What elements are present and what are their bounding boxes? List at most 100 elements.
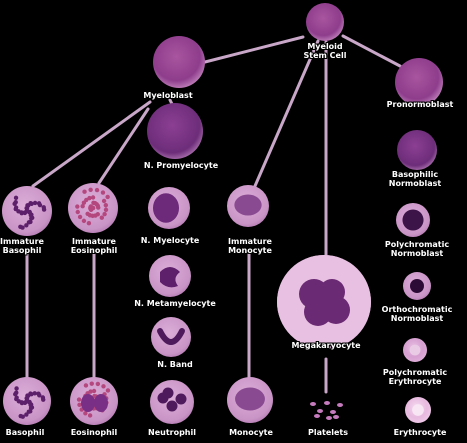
label-line: Erythrocyte [388, 377, 442, 386]
label-line: Eosinophil [70, 246, 118, 255]
cell-neutrophil [150, 380, 194, 424]
label-eosinophil: Eosinophil [71, 428, 118, 437]
cell-polychromatic-normoblast [396, 203, 430, 237]
platelet-fragment [314, 414, 320, 418]
label-line: Megakaryocyte [291, 341, 361, 350]
nucleus [410, 279, 424, 293]
label-line: Immature [72, 237, 116, 246]
granule [18, 413, 23, 419]
granule [26, 220, 32, 225]
edge-myeloid-stem-cell-to-immature-monocyte [253, 39, 320, 188]
granule [83, 383, 89, 388]
granule [41, 207, 47, 212]
central-pallor [412, 404, 424, 416]
label-line: Normoblast [390, 249, 444, 258]
nucleus [152, 193, 180, 223]
cytoplasm [306, 3, 344, 41]
granule [19, 210, 24, 215]
label-line: Neutrophil [148, 428, 196, 437]
cell-basophil [3, 377, 51, 425]
label-promyelocyte: N. Promyelocyte [144, 161, 218, 170]
granule [14, 395, 19, 400]
label-line: Pronormoblast [386, 100, 454, 109]
granule [18, 224, 23, 230]
label-line: Polychromatic [382, 368, 448, 377]
granule [32, 391, 37, 396]
granule [14, 390, 19, 395]
granule [13, 200, 18, 205]
label-myelocyte: N. Myelocyte [141, 236, 200, 245]
cell-erythrocyte [405, 397, 431, 423]
granule [96, 205, 101, 210]
label-line: Basophil [2, 246, 42, 255]
label-line: N. Metamyelocyte [134, 299, 216, 308]
label-line: Polychromatic [384, 240, 450, 249]
granule [103, 207, 109, 212]
cytoplasm [147, 103, 203, 159]
label-line: Normoblast [388, 179, 442, 188]
granule [101, 384, 106, 389]
granule [99, 215, 105, 220]
nucleus-lobe [312, 290, 336, 314]
nucleus-lobe [175, 393, 187, 405]
granule [100, 190, 106, 195]
granule [24, 412, 29, 417]
granule [88, 389, 93, 394]
granule [37, 202, 43, 208]
cell-myeloblast [153, 36, 205, 88]
granule [28, 213, 34, 218]
edge-myeloblast-to-immature-basophil [31, 100, 152, 188]
nucleus [160, 267, 180, 288]
granule [14, 386, 19, 391]
nucleus [235, 387, 265, 411]
granule [29, 201, 34, 206]
cell-myelocyte [148, 187, 190, 229]
nucleus [94, 394, 108, 412]
granule [29, 216, 34, 221]
label-erythrocyte: Erythrocyte [394, 428, 447, 437]
granule [13, 195, 19, 201]
granule [37, 393, 42, 398]
granule [102, 211, 107, 217]
cell-polychromatic-erythrocyte [403, 338, 427, 362]
granule [87, 195, 92, 201]
label-monocyte: Monocyte [229, 428, 273, 437]
edge-myeloid-stem-cell-to-pronormoblast [341, 34, 402, 68]
cell-immature-basophil [2, 186, 52, 236]
label-line: Monocyte [228, 246, 272, 255]
nucleus-lobe [166, 400, 178, 412]
label-line: Platelets [307, 428, 349, 437]
label-band: N. Band [157, 360, 192, 369]
label-line: Normoblast [390, 314, 444, 323]
label-megakaryocyte: Megakaryocyte [291, 341, 360, 350]
granule [32, 200, 38, 206]
granule [19, 400, 24, 405]
cell-eosinophil [70, 377, 118, 425]
granule [24, 223, 29, 228]
label-line: Eosinophil [70, 428, 118, 437]
nucleus-lobe [162, 387, 174, 399]
granule [75, 209, 80, 215]
cell-metamyelocyte [149, 255, 191, 297]
granule [105, 194, 110, 200]
granule [77, 214, 83, 220]
cell-orthochromatic-normoblast [403, 272, 431, 300]
label-metamyelocyte: N. Metamyelocyte [134, 299, 216, 308]
granule [89, 381, 94, 386]
granule [76, 397, 82, 402]
granule [95, 381, 101, 387]
cell-band [151, 317, 191, 357]
platelet-fragment [337, 403, 343, 407]
label-myeloblast: Myeloblast [143, 91, 192, 100]
granule [24, 396, 30, 401]
label-platelets: Platelets [308, 428, 348, 437]
granule [87, 413, 93, 418]
granule [24, 205, 30, 211]
cell-platelets [310, 401, 343, 420]
